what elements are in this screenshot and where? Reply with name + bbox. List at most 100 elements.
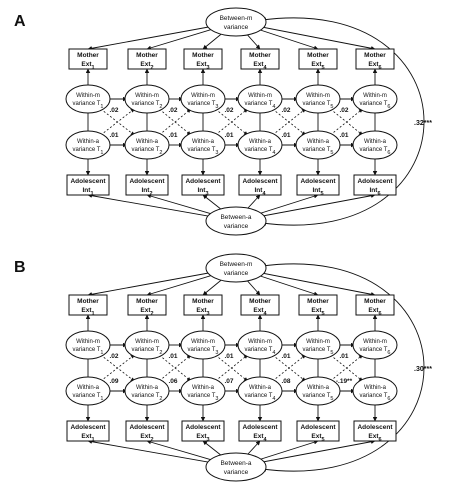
mother-box bbox=[355, 48, 395, 70]
cross-lag-a-to-m-label: -.19** bbox=[336, 378, 353, 385]
adolescent-box bbox=[66, 420, 110, 442]
adolescent-box-sublabel: Int4 bbox=[254, 187, 266, 197]
adolescent-box-label: Adolescent bbox=[185, 178, 221, 185]
within-a-label: Within-a bbox=[307, 139, 330, 145]
within-m-label: Within-m bbox=[363, 93, 387, 99]
between-m-loading-arrow bbox=[251, 272, 319, 296]
cross-lag-a-to-m-label: .01 bbox=[168, 132, 177, 139]
between-covariance-label: .32*** bbox=[414, 120, 432, 127]
cross-lag-m-to-a-label: .01 bbox=[281, 353, 290, 360]
within-a-ellipse bbox=[237, 376, 283, 406]
adolescent-box-sublabel: Int1 bbox=[82, 187, 93, 197]
adolescent-box-index: 4 bbox=[264, 437, 268, 443]
mother-box bbox=[183, 294, 223, 316]
cross-lag-a-to-m-arrow bbox=[272, 108, 306, 136]
cross-lag-a-to-m-arrow bbox=[159, 108, 191, 136]
adolescent-box bbox=[125, 174, 169, 196]
mother-box-sublabel: Ext4 bbox=[253, 61, 267, 71]
cross-lag-a-to-m-arrow bbox=[330, 354, 363, 382]
between-a-label: variance bbox=[224, 469, 249, 476]
mother-box-index: 6 bbox=[379, 311, 382, 317]
adolescent-box-sublabel: Ext5 bbox=[311, 433, 324, 443]
between-a-ellipse bbox=[205, 206, 267, 236]
within-a-index: 1 bbox=[100, 396, 103, 402]
between-m-label: variance bbox=[224, 270, 249, 277]
within-m-label: Within-m bbox=[191, 93, 215, 99]
panel-label: A bbox=[14, 13, 26, 30]
adolescent-box-label: Adolescent bbox=[129, 424, 165, 431]
cross-lag-a-to-m-label: .01 bbox=[281, 132, 290, 139]
adolescent-box bbox=[353, 420, 397, 442]
within-a-sublabel: variance T5 bbox=[303, 147, 334, 156]
between-a-loading-arrow bbox=[246, 440, 261, 456]
mother-box-sublabel: Ext6 bbox=[368, 61, 381, 71]
within-a-index: 5 bbox=[330, 396, 333, 402]
within-a-label: Within-a bbox=[77, 139, 100, 145]
cross-lag-a-to-m-label: .01 bbox=[109, 132, 118, 139]
adolescent-box-index: 6 bbox=[377, 191, 380, 197]
adolescent-box-index: 3 bbox=[207, 437, 210, 443]
within-a-sublabel: variance T6 bbox=[360, 393, 391, 402]
mother-box-index: 1 bbox=[92, 311, 95, 317]
adolescent-box-sublabel: Ext4 bbox=[253, 433, 267, 443]
within-m-sublabel: variance T6 bbox=[360, 347, 391, 356]
within-a-ellipse bbox=[124, 130, 170, 160]
within-m-ellipse bbox=[237, 330, 283, 360]
within-a-sublabel: variance T2 bbox=[132, 393, 163, 402]
adolescent-box-sublabel: Int6 bbox=[369, 187, 380, 197]
mother-box bbox=[68, 294, 108, 316]
between-m-loading-arrow bbox=[246, 279, 261, 296]
within-a-sublabel: variance T2 bbox=[132, 147, 163, 156]
within-m-ellipse bbox=[180, 330, 226, 360]
within-m-sublabel: variance T5 bbox=[303, 347, 334, 356]
within-a-label: Within-a bbox=[192, 385, 215, 391]
adolescent-box-index: 2 bbox=[151, 437, 154, 443]
within-a-index: 5 bbox=[330, 150, 333, 156]
between-a-loading-arrow bbox=[202, 194, 224, 212]
cross-lag-a-to-m-label: .01 bbox=[224, 132, 233, 139]
within-a-ellipse bbox=[124, 376, 170, 406]
adolescent-box-index: 1 bbox=[92, 437, 95, 443]
cross-lag-m-to-a-label: .02 bbox=[109, 353, 118, 360]
between-a-loading-arrow bbox=[202, 440, 224, 458]
adolescent-box-label: Adolescent bbox=[357, 424, 393, 431]
cross-lag-m-to-a-label: .01 bbox=[224, 353, 233, 360]
within-m-index: 4 bbox=[272, 350, 275, 356]
adolescent-box-label: Adolescent bbox=[242, 178, 278, 185]
within-a-ellipse bbox=[352, 130, 398, 160]
mother-box-index: 5 bbox=[322, 311, 325, 317]
within-a-index: 4 bbox=[272, 396, 275, 402]
within-m-index: 1 bbox=[100, 350, 103, 356]
within-m-sublabel: variance T6 bbox=[360, 101, 391, 110]
adolescent-box-index: 1 bbox=[90, 191, 93, 197]
within-a-label: Within-a bbox=[136, 139, 159, 145]
between-m-ellipse bbox=[205, 253, 267, 283]
cross-lag-a-to-m-label: .09 bbox=[109, 378, 118, 385]
mother-box-sublabel: Ext2 bbox=[140, 307, 153, 317]
within-m-sublabel: variance T5 bbox=[303, 101, 334, 110]
between-m-loading-arrow bbox=[87, 24, 221, 51]
within-a-sublabel: variance T5 bbox=[303, 393, 334, 402]
adolescent-box-label: Adolescent bbox=[129, 178, 165, 185]
mother-box bbox=[355, 294, 395, 316]
between-covariance-label: .30*** bbox=[414, 366, 432, 373]
adolescent-box-sublabel: Ext6 bbox=[368, 433, 381, 443]
within-a-label: Within-a bbox=[136, 385, 159, 391]
adolescent-box bbox=[296, 174, 340, 196]
within-a-label: Within-a bbox=[249, 385, 272, 391]
within-a-index: 6 bbox=[387, 150, 390, 156]
adolescent-box-label: Adolescent bbox=[70, 178, 106, 185]
between-covariance-curve bbox=[261, 17, 425, 226]
between-m-loading-arrow bbox=[251, 270, 376, 297]
mother-box-sublabel: Ext5 bbox=[311, 61, 324, 71]
within-m-sublabel: variance T4 bbox=[245, 101, 276, 110]
adolescent-box-index: 2 bbox=[149, 191, 152, 197]
within-m-index: 6 bbox=[387, 104, 390, 110]
mother-box-label: Mother bbox=[307, 298, 329, 305]
cross-lag-a-to-m-arrow bbox=[215, 354, 248, 382]
within-a-index: 6 bbox=[387, 396, 390, 402]
cross-lag-a-to-m-arrow bbox=[159, 354, 191, 382]
between-m-loading-arrow bbox=[146, 272, 221, 296]
within-m-index: 4 bbox=[272, 104, 275, 110]
within-a-ellipse bbox=[295, 130, 341, 160]
